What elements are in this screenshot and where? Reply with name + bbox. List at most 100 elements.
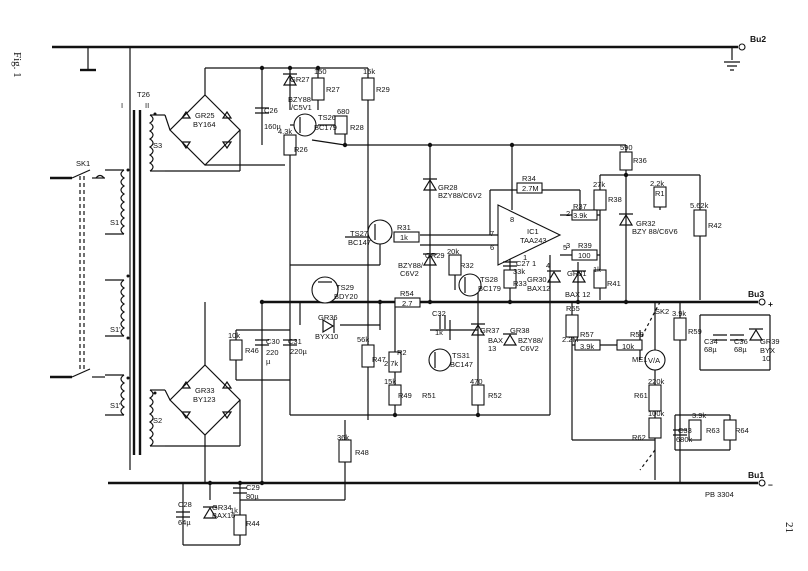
- label-gr30: GR30: [527, 275, 547, 284]
- label-bc179: BC179: [314, 123, 337, 132]
- label-gr29: GR29: [425, 251, 445, 260]
- diode-symbols: [202, 73, 764, 519]
- label-by123: BY123: [193, 395, 216, 404]
- label-r51: R51: [422, 391, 436, 400]
- transformer-t26: [105, 110, 165, 455]
- label-c28: C28: [178, 500, 192, 509]
- label-me1: ME1: [632, 355, 647, 364]
- label-ts29: TS29: [336, 283, 354, 292]
- label-bc147: BC147: [348, 238, 371, 247]
- label-c33v: 680k: [676, 435, 693, 444]
- label-pin6: 6: [490, 243, 494, 252]
- label-r38: R38: [608, 195, 622, 204]
- label-r59: R59: [688, 327, 702, 336]
- label-pin7: 7: [490, 229, 494, 238]
- label-bzy88a: BZY88: [288, 95, 311, 104]
- resistor-bodies: [229, 77, 737, 536]
- label-r31: R31: [397, 223, 411, 232]
- label-byx: BYX: [760, 346, 775, 355]
- label-r49v: 15k: [384, 377, 396, 386]
- label-r64: R64: [735, 426, 749, 435]
- label-ts31: TS31: [452, 351, 470, 360]
- terminal-bu1-sign: −: [768, 480, 773, 490]
- label-r59v: 3.9k: [672, 309, 686, 318]
- terminal-bu3-sign: +: [768, 299, 773, 309]
- label-r57v: 3.9k: [580, 342, 594, 351]
- label-s2: S2: [153, 416, 162, 425]
- label-r62: R62: [632, 433, 646, 442]
- label-r41: R41: [607, 279, 621, 288]
- bridge-gr33: [164, 302, 241, 483]
- label-r48: R48: [355, 448, 369, 457]
- label-r1v: 2.2k: [650, 179, 664, 188]
- label-pin8: 8: [510, 215, 514, 224]
- label-r55v: 2.2M: [562, 335, 579, 344]
- label-r46v: 10k: [228, 331, 240, 340]
- label-gr38: GR38: [510, 326, 530, 335]
- label-pin1: 1: [523, 253, 527, 262]
- capacitor-plates: [176, 107, 744, 518]
- label-r47: R47: [372, 355, 386, 364]
- label-r52v: 470: [470, 377, 483, 386]
- label-c26v: 160µ: [264, 122, 282, 131]
- label-gr32: GR32: [636, 219, 656, 228]
- label-r31v: 1k: [400, 233, 408, 242]
- label-c29: C29: [246, 483, 260, 492]
- label-r1: R1: [655, 189, 665, 198]
- label-ts26: TS26: [318, 113, 336, 122]
- label-c34: C34: [704, 337, 718, 346]
- label-ts27: TS27: [350, 229, 368, 238]
- label-s1b: S1": [110, 401, 122, 410]
- label-r61v: 220k: [648, 377, 665, 386]
- label-r34: R34: [522, 174, 536, 183]
- label-r54v: 2.7: [402, 299, 412, 308]
- label-c31: C31: [288, 337, 302, 346]
- label-r32: R32: [460, 261, 474, 270]
- component-labels: T26 I II SK1 S1 S1' S1" S2 S3 GR25 BY164…: [76, 67, 780, 528]
- label-wind-ii: II: [145, 101, 149, 110]
- label-r62v: 100k: [648, 409, 665, 418]
- label-bax12: BAX12: [527, 284, 550, 293]
- label-r54: R54: [400, 289, 414, 298]
- label-c26: C26: [264, 106, 278, 115]
- label-r2v: 2.7k: [384, 359, 398, 368]
- terminal-bu2-label: Bu2: [750, 34, 766, 44]
- label-r48v: 36k: [337, 433, 349, 442]
- label-bc179b: BC179: [478, 284, 501, 293]
- label-c32: C32: [432, 309, 446, 318]
- label-gr37t2: 13: [488, 344, 496, 353]
- label-r58: R58: [630, 330, 644, 339]
- label-pin4: 4: [546, 261, 550, 270]
- label-pin3: 3: [566, 241, 570, 250]
- label-c30u: µ: [266, 357, 271, 366]
- circuit-wiring: [182, 65, 771, 546]
- label-me1sym: V/A: [648, 356, 660, 365]
- label-r27v: 150: [314, 67, 327, 76]
- label-pin1b: 1: [532, 259, 536, 268]
- label-s3: S3: [153, 141, 162, 150]
- label-bax16: BAX16: [212, 511, 235, 520]
- label-gr32t: BZY 88/C6V6: [632, 227, 678, 236]
- label-r47v: 56k: [357, 335, 369, 344]
- label-c33: C33: [678, 426, 692, 435]
- label-bc147b: BC147: [450, 360, 473, 369]
- label-sk2: SK2: [655, 307, 669, 316]
- label-ic1: IC1: [527, 227, 539, 236]
- label-r42: R42: [708, 221, 722, 230]
- label-ts28: TS28: [480, 275, 498, 284]
- label-r63v: 3.9k: [692, 411, 706, 420]
- label-r29: R29: [376, 85, 390, 94]
- label-r44v: 1k: [230, 506, 238, 515]
- terminal-bu1-label: Bu1: [748, 470, 764, 480]
- op-amp-ic1: [497, 204, 562, 266]
- label-by164: BY164: [193, 120, 216, 129]
- label-r36v: 590: [620, 143, 633, 152]
- label-c30: C30: [266, 337, 280, 346]
- label-gr29t1: BZY88/: [398, 261, 424, 270]
- label-r28v: 680: [337, 107, 350, 116]
- label-r42v: 5.62k: [690, 201, 709, 210]
- label-r61: R61: [634, 391, 648, 400]
- label-t26: T26: [137, 90, 150, 99]
- label-c5v1: /C5V1: [291, 103, 312, 112]
- label-c34v: 68µ: [704, 345, 717, 354]
